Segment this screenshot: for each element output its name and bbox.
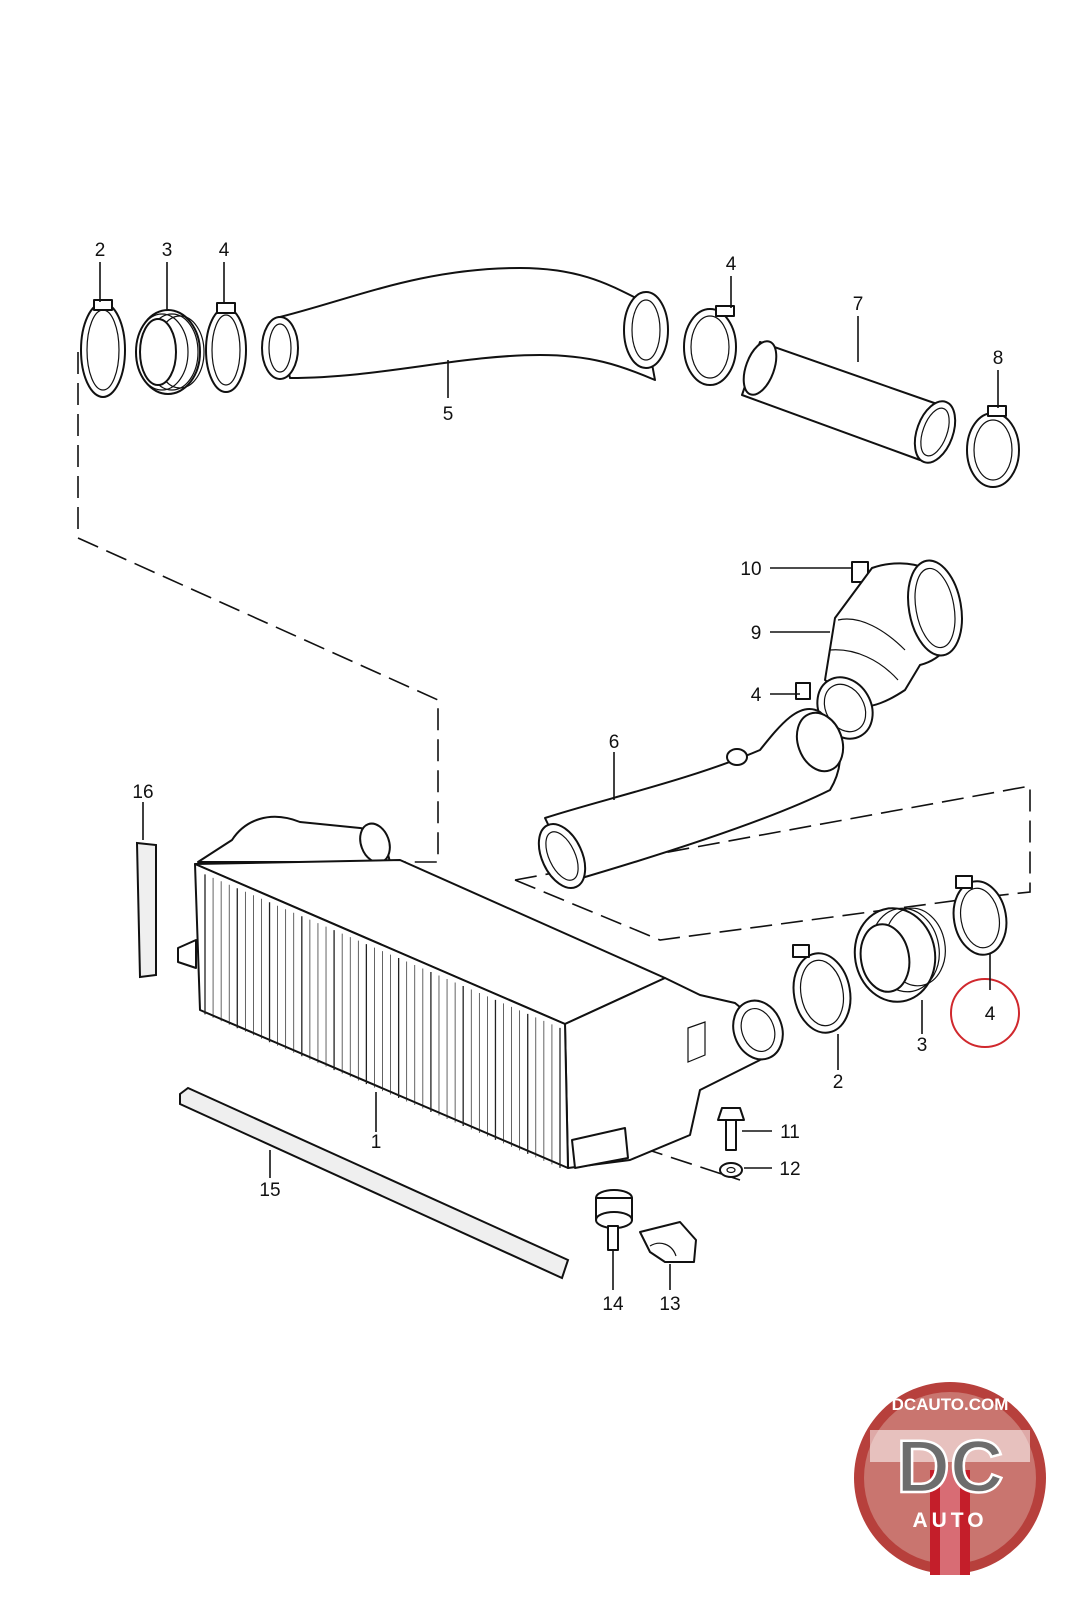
callout-4-top-right: 4	[726, 254, 737, 275]
assembly-line-bottom	[611, 1137, 741, 1181]
callout-13: 13	[659, 1294, 680, 1315]
intercooler-core-fins	[204, 874, 561, 1168]
bellows-sleeve-3-top	[135, 309, 205, 395]
foam-strip-16	[135, 841, 157, 979]
intercooler-1	[177, 815, 784, 1169]
clamp-4-bottom	[952, 875, 1008, 956]
callout-2-top: 2	[95, 240, 106, 261]
assembly-line-left	[77, 352, 439, 863]
bellows-sleeve-3-bottom	[853, 907, 946, 1003]
assembly-line-right	[514, 785, 1031, 941]
callout-14: 14	[602, 1294, 624, 1315]
callout-10: 10	[740, 559, 761, 580]
callout-2-bottom: 2	[833, 1072, 844, 1093]
hose-9-bellows	[824, 559, 963, 708]
callout-12: 12	[779, 1159, 800, 1180]
foam-strip-15	[179, 1086, 570, 1280]
highlight-circle-part-4	[950, 978, 1020, 1048]
pipe-6	[537, 707, 845, 889]
clamp-2-top	[80, 299, 126, 398]
callout-8: 8	[993, 348, 1004, 369]
callout-7: 7	[853, 294, 864, 315]
logo-mark: DC	[897, 1425, 1004, 1508]
callout-4-middle: 4	[751, 685, 762, 706]
logo-sub-text: AUTO	[912, 1509, 987, 1532]
rubber-mount-14	[595, 1189, 633, 1251]
callout-6: 6	[609, 732, 620, 753]
callout-3-bottom: 3	[917, 1035, 928, 1056]
charge-air-hose-5	[261, 267, 669, 381]
callout-9: 9	[751, 623, 762, 644]
callout-4-top-left: 4	[219, 240, 230, 261]
logo-stripe	[930, 1470, 970, 1575]
clamp-4-top-right	[683, 305, 737, 386]
bolt-11	[717, 1107, 745, 1151]
pipe-7	[741, 340, 957, 464]
callout-11: 11	[780, 1122, 800, 1143]
callout-16: 16	[132, 782, 153, 803]
callout-15: 15	[259, 1180, 280, 1201]
callout-3-top: 3	[162, 240, 173, 261]
leader-lines	[99, 262, 999, 1290]
callout-1: 1	[371, 1132, 382, 1153]
bracket-13	[639, 1221, 697, 1263]
clamp-8	[966, 405, 1020, 488]
washer-12	[719, 1162, 743, 1178]
clamp-4-top-left	[205, 302, 247, 393]
logo-top-text: DCAUTO.COM	[892, 1395, 1009, 1414]
callout-4-bottom: 4	[985, 1004, 996, 1025]
callout-labels: 2 3 4 5 4 7 8 10 9 4 6 16 1 2 3 4 11 12 …	[95, 240, 1004, 1315]
callout-5: 5	[443, 404, 454, 425]
dcauto-logo: DCAUTO.COM DC AUTO	[854, 1382, 1046, 1575]
clamp-2-bottom	[792, 944, 852, 1034]
